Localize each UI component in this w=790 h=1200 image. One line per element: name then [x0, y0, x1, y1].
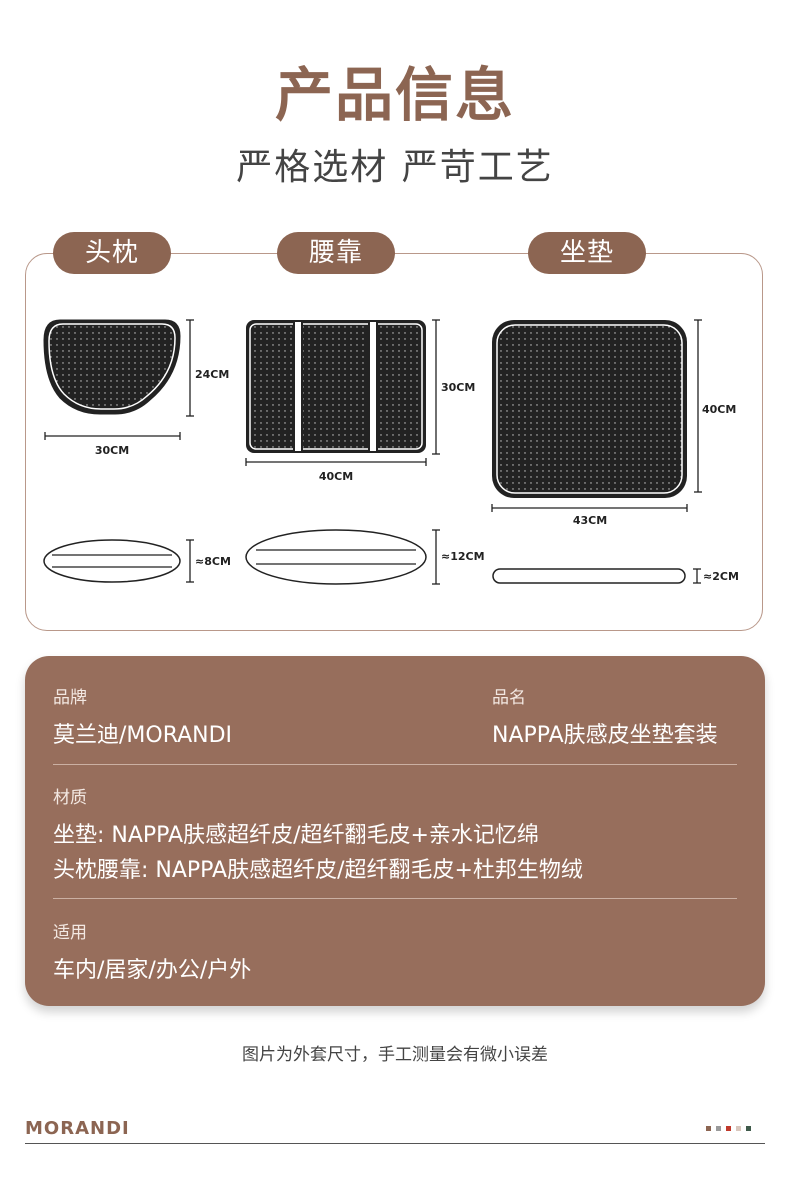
- headrest-top-view: [43, 319, 181, 415]
- color-swatch: [706, 1126, 711, 1131]
- color-swatch: [746, 1126, 751, 1131]
- seat-height-label: 40CM: [702, 403, 736, 416]
- headrest-side-view: [43, 539, 181, 583]
- headrest-width-dimension: [44, 432, 181, 440]
- headrest-thickness-dimension: [186, 539, 194, 583]
- divider: [53, 764, 737, 765]
- material-line-seat: 坐垫: NAPPA肤感超纤皮/超纤翻毛皮+亲水记忆绵: [53, 823, 539, 848]
- headrest-thickness-label: ≈8CM: [195, 555, 231, 568]
- page-subtitle: 严格选材 严苛工艺: [236, 147, 554, 188]
- seat-height-dimension: [694, 319, 702, 493]
- seat-thickness-label: ≈2CM: [703, 570, 739, 583]
- product-info-panel: 品牌 莫兰迪/MORANDI 品名 NAPPA肤感皮坐垫套装 材质 坐垫: NA…: [25, 656, 765, 1006]
- lumbar-side-view: [245, 529, 427, 585]
- headrest-height-label: 24CM: [195, 368, 229, 381]
- product-name-label: 品名: [492, 688, 526, 708]
- color-swatch: [736, 1126, 741, 1131]
- seat-thickness-dimension: [693, 568, 701, 584]
- page-title: 产品信息: [274, 61, 515, 129]
- lumbar-width-label: 40CM: [319, 470, 353, 483]
- headrest-width-label: 30CM: [95, 444, 129, 457]
- material-line-headrest-lumbar: 头枕腰靠: NAPPA肤感超纤皮/超纤翻毛皮+杜邦生物绒: [53, 858, 583, 883]
- color-swatches: [706, 1126, 751, 1131]
- lumbar-top-view: [246, 320, 426, 453]
- headrest-height-dimension: [186, 319, 194, 417]
- tab-headrest: 头枕: [53, 232, 171, 274]
- lumbar-thickness-label: ≈12CM: [441, 550, 485, 563]
- lumbar-thickness-dimension: [432, 529, 440, 585]
- seat-width-label: 43CM: [573, 514, 607, 527]
- seat-side-view: [492, 568, 686, 584]
- brand-label: 品牌: [53, 688, 87, 708]
- lumbar-width-dimension: [245, 458, 427, 466]
- color-swatch: [726, 1126, 731, 1131]
- material-label: 材质: [53, 788, 87, 808]
- seat-top-view: [492, 320, 687, 498]
- product-name-value: NAPPA肤感皮坐垫套装: [492, 723, 718, 748]
- seat-width-dimension: [491, 504, 688, 512]
- footer-divider: [25, 1143, 765, 1144]
- usage-value: 车内/居家/办公/户外: [53, 958, 252, 983]
- footer-brand-logo: MORANDI: [25, 1118, 130, 1139]
- usage-label: 适用: [53, 923, 87, 943]
- divider: [53, 898, 737, 899]
- dimension-diagram: 24CM 30CM 30CM 40CM 40CM: [43, 319, 739, 585]
- tab-lumbar: 腰靠: [277, 232, 395, 274]
- brand-value: 莫兰迪/MORANDI: [53, 723, 233, 748]
- measurement-note: 图片为外套尺寸，手工测量会有微小误差: [242, 1045, 548, 1065]
- lumbar-height-dimension: [432, 319, 440, 455]
- tab-seat: 坐垫: [528, 232, 646, 274]
- color-swatch: [716, 1126, 721, 1131]
- lumbar-height-label: 30CM: [441, 381, 475, 394]
